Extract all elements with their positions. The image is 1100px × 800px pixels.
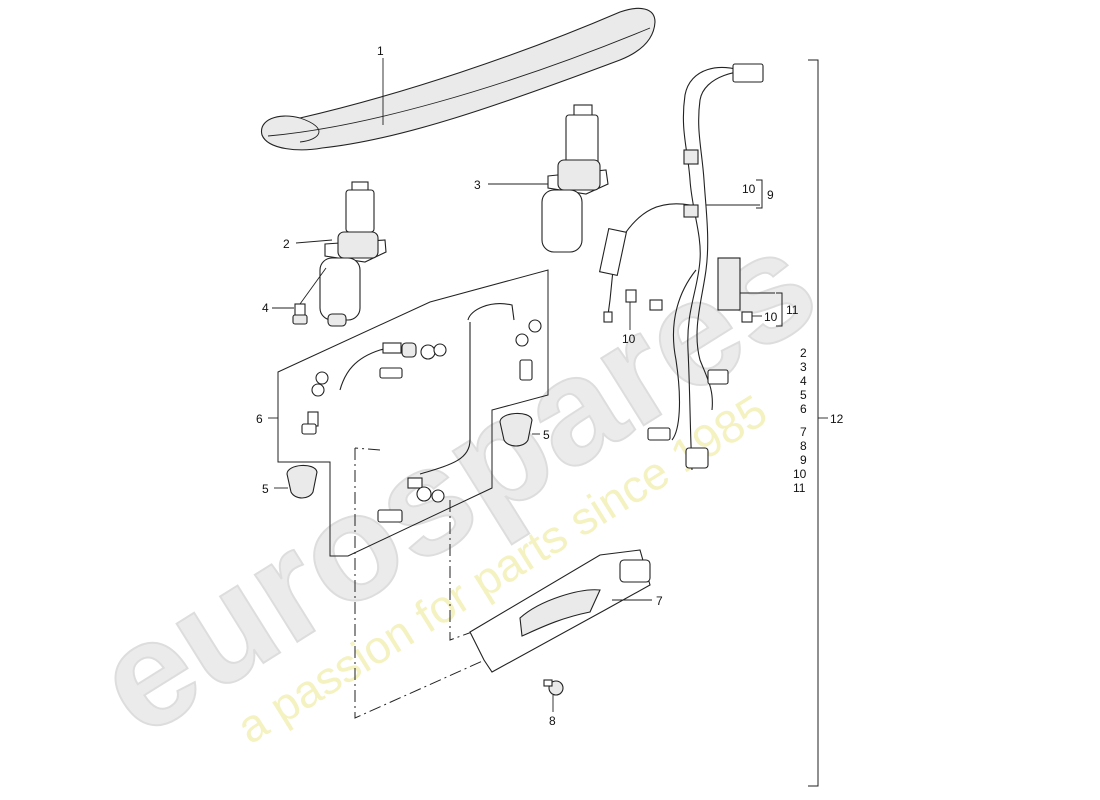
callout-11: 11 [786, 303, 799, 317]
kit-list-item: 5 [800, 388, 807, 402]
routing-dashes [354, 447, 497, 719]
callout-7: 7 [656, 594, 663, 608]
kit-list-item: 6 [800, 402, 807, 416]
part-cover [469, 549, 651, 673]
leader-lines [268, 58, 775, 712]
kit-list-item: 3 [800, 360, 807, 374]
kit-list-item: 10 [793, 467, 807, 481]
part-cap-a [499, 412, 533, 447]
callout-4: 4 [262, 301, 269, 315]
callout-1: 1 [377, 44, 384, 58]
callout-12: 12 [830, 412, 844, 426]
callout-10-b: 10 [622, 332, 636, 346]
kit-list-item: 9 [800, 453, 807, 467]
callout-9: 9 [767, 188, 774, 202]
callout-10-c: 10 [764, 310, 778, 324]
part-actuator-left [319, 181, 387, 327]
part-cap-b [286, 464, 318, 499]
brackets [756, 59, 828, 787]
part-wiring-harness [598, 63, 764, 471]
callout-2: 2 [283, 237, 290, 251]
callout-6: 6 [256, 412, 263, 426]
callout-10-a: 10 [742, 182, 756, 196]
part-spoiler [261, 7, 656, 151]
part-screw-4 [292, 303, 308, 325]
part-screw-8 [543, 679, 564, 696]
callout-3: 3 [474, 178, 481, 192]
kit-list-item: 2 [800, 346, 807, 360]
callout-labels: 1 2 3 4 5 5 6 7 8 10 9 10 10 11 12 [256, 44, 844, 728]
part-hydraulic-lines [277, 269, 549, 557]
kit-list-item: 11 [793, 481, 806, 495]
part-actuator-right [541, 104, 609, 253]
callout-5-b: 5 [262, 482, 269, 496]
kit-list-item: 8 [800, 439, 807, 453]
callout-5-a: 5 [543, 428, 550, 442]
kit-list: 2 3 4 5 6 7 8 9 10 11 [793, 346, 807, 495]
callout-8: 8 [549, 714, 556, 728]
kit-list-item: 4 [800, 374, 807, 388]
kit-list-item: 7 [800, 425, 807, 439]
